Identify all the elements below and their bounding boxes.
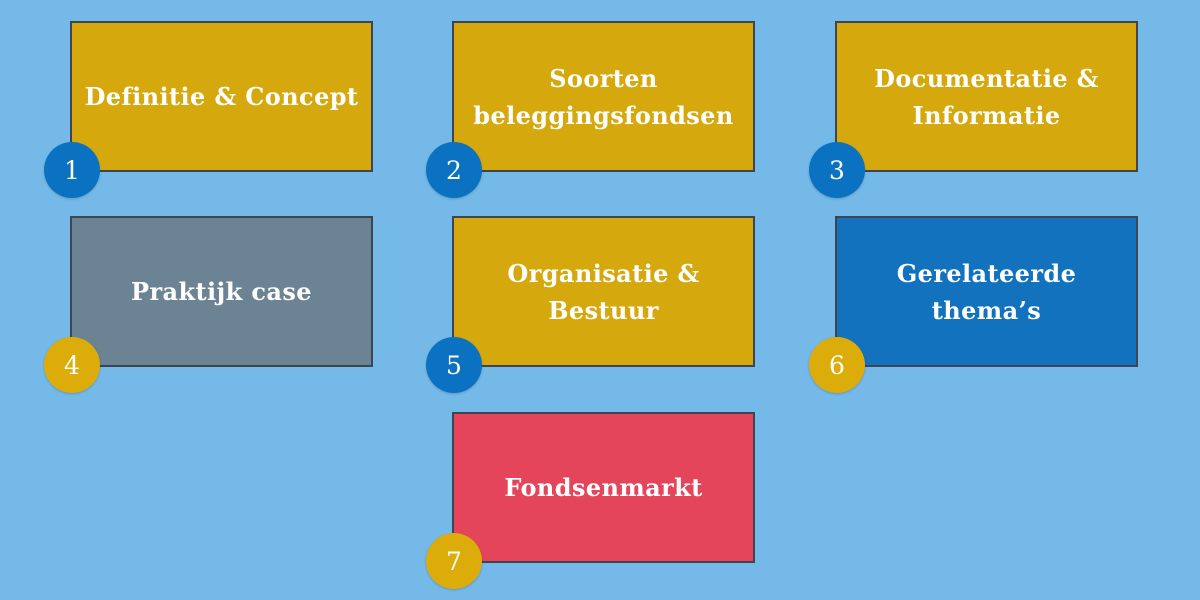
card-label: Praktijk case [131, 277, 312, 306]
number-badge: 4 [44, 337, 100, 393]
card-label: Gerelateerde thema’s [896, 258, 1077, 325]
card-praktijk-case[interactable]: Praktijk case 4 [44, 216, 373, 393]
card-definitie-concept[interactable]: Definitie & Concept 1 [44, 21, 373, 198]
card-label: Soorten beleggingsfondsen [473, 63, 734, 130]
number-badge: 7 [426, 533, 482, 589]
number-badge: 6 [809, 337, 865, 393]
card-label: Documentatie & Informatie [874, 63, 1099, 130]
number-badge: 1 [44, 142, 100, 198]
card-label: Definitie & Concept [84, 82, 359, 111]
card-organisatie-bestuur[interactable]: Organisatie & Bestuur 5 [426, 216, 755, 393]
card-fondsenmarkt[interactable]: Fondsenmarkt 7 [426, 412, 755, 589]
card-label: Organisatie & Bestuur [507, 258, 700, 325]
card-label: Fondsenmarkt [504, 473, 703, 502]
card-documentatie-informatie[interactable]: Documentatie & Informatie 3 [809, 21, 1138, 198]
number-badge: 2 [426, 142, 482, 198]
number-badge: 5 [426, 337, 482, 393]
card-gerelateerde-themas[interactable]: Gerelateerde thema’s 6 [809, 216, 1138, 393]
number-badge: 3 [809, 142, 865, 198]
card-soorten-beleggingsfondsen[interactable]: Soorten beleggingsfondsen 2 [426, 21, 755, 198]
